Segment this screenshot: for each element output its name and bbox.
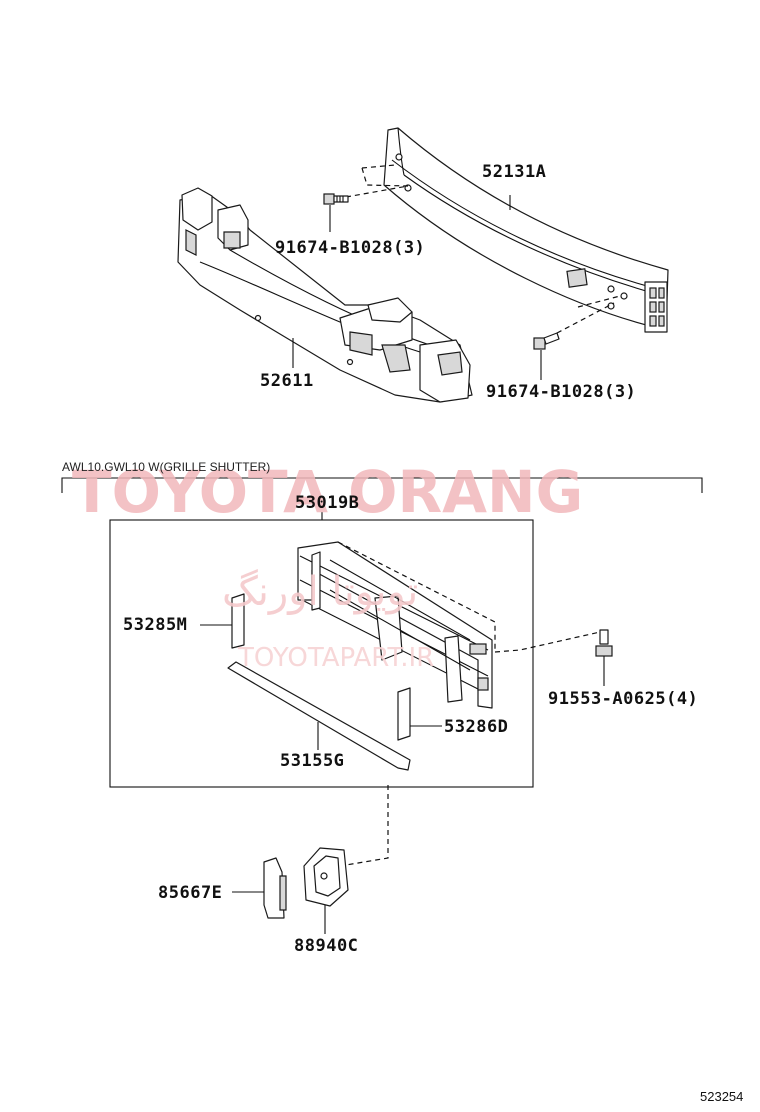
- screw-91553-drawing: [595, 629, 613, 686]
- part-number-52131A[interactable]: 52131A: [482, 162, 546, 182]
- part-number-91674-bottom[interactable]: 91674-B1028(3): [486, 382, 636, 402]
- bumper-absorber-drawing: [177, 187, 473, 403]
- grille-shutter-frame-drawing: [297, 541, 493, 709]
- part-number-88940C[interactable]: 88940C: [294, 936, 358, 956]
- part-number-53019B[interactable]: 53019B: [295, 493, 359, 513]
- figure-number: 523254: [700, 1089, 743, 1104]
- seal-53286D-drawing: [397, 687, 411, 741]
- bracket-85667E-drawing: [263, 857, 287, 919]
- part-number-53285M[interactable]: 53285M: [123, 615, 187, 635]
- part-number-52611[interactable]: 52611: [260, 371, 314, 391]
- part-number-91553[interactable]: 91553-A0625(4): [548, 689, 698, 709]
- watermark-persian: تویوتا اورنگ: [222, 569, 418, 615]
- bracket-88940C-drawing: [303, 847, 349, 907]
- seal-53155G-drawing: [227, 661, 411, 771]
- part-number-53286D[interactable]: 53286D: [444, 717, 508, 737]
- watermark-brand: TOYOTA ORANG: [72, 458, 583, 526]
- bolt-91674-bottom-drawing: [533, 332, 560, 350]
- section-label: AWL10.GWL10 W(GRILLE SHUTTER): [62, 460, 270, 474]
- bumper-reinforcement-drawing: [383, 127, 669, 333]
- part-number-91674-top[interactable]: 91674-B1028(3): [275, 238, 425, 258]
- seal-53285M-drawing: [231, 593, 245, 649]
- part-number-53155G[interactable]: 53155G: [280, 751, 344, 771]
- bolt-91674-top-drawing: [323, 193, 349, 205]
- part-number-85667E[interactable]: 85667E: [158, 883, 222, 903]
- watermark-site: TOYOTAPART.IR: [237, 643, 434, 673]
